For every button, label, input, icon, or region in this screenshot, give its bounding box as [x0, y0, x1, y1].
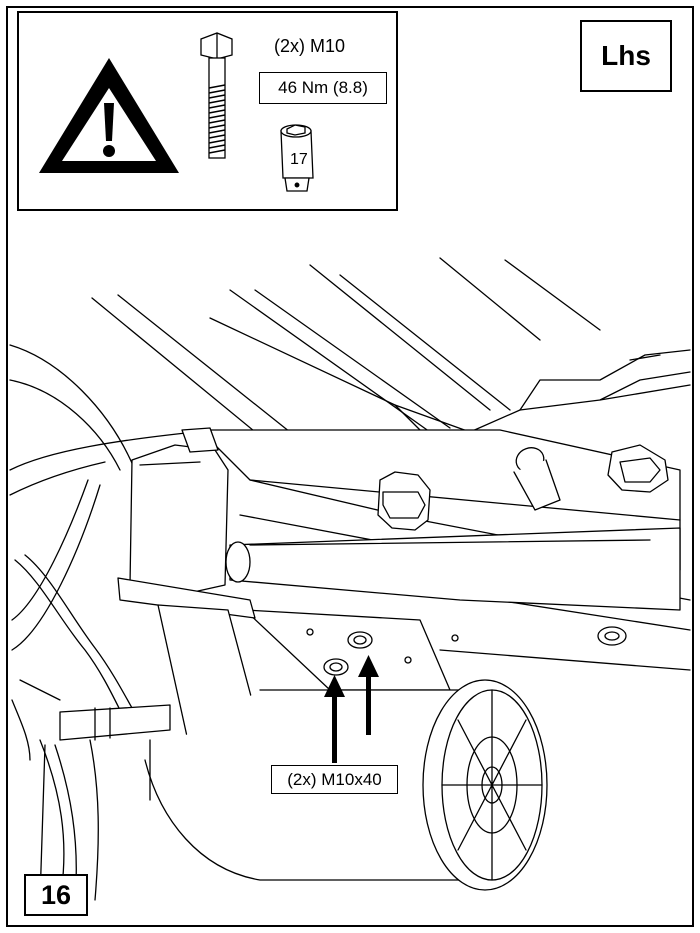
- page-frame: [6, 6, 694, 927]
- bolt-callout-label: (2x) M10x40: [271, 765, 398, 794]
- warning-triangle-icon: [39, 58, 179, 173]
- socket-icon: [280, 124, 314, 192]
- torque-label: 46 Nm (8.8): [259, 72, 387, 104]
- side-indicator: Lhs: [580, 20, 672, 92]
- socket-size-label: 17: [290, 151, 308, 168]
- step-number: 16: [24, 874, 88, 916]
- bolt-icon: [200, 32, 233, 159]
- bolt-quantity-label: (2x) M10: [274, 36, 346, 56]
- side-label: Lhs: [601, 40, 651, 71]
- warning-panel: (2x) M10 46 Nm (8.8) 17: [17, 11, 398, 211]
